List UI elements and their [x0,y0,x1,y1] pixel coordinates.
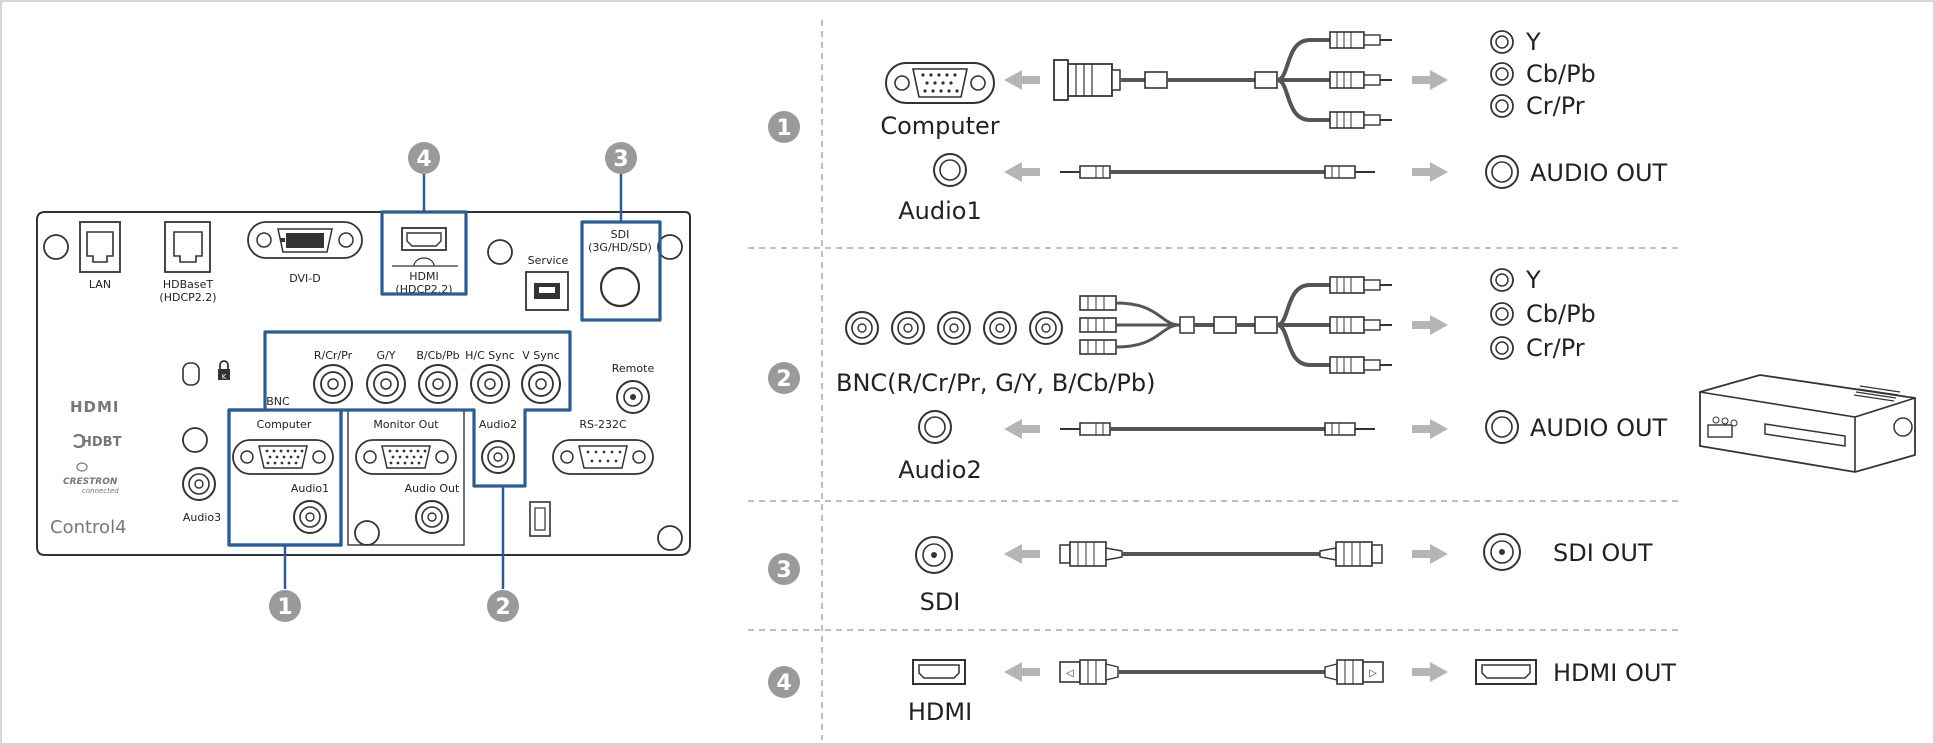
bnc-r-label: R/Cr/Pr [314,349,353,362]
output-cb-label: Cb/Pb [1526,60,1596,88]
lan-port [80,222,120,272]
dvid-port [248,222,362,258]
projector-rear-panel: LAN HDBaseT (HDCP2.2) DVI-D HDMI (HDCP2.… [37,212,690,555]
audio2-port [482,441,514,473]
sdi-modes-label: (3G/HD/SD) [588,241,652,254]
audio-jack-icon [919,411,951,443]
svg-text:connected: connected [82,487,119,495]
hdmi-label: HDMI [409,270,438,283]
audio1-source-label: Audio1 [898,197,981,225]
bnc-v-label: V Sync [522,349,560,362]
callout-1: 1 [277,595,292,620]
service-port [526,272,568,310]
monitor-out-label: Monitor Out [373,418,439,431]
sdi-label: SDI [611,228,630,241]
screw-hole-icon [355,521,379,545]
callout-3: 3 [613,147,628,172]
audio-out-jack-icon [1486,156,1518,188]
hdmi-jack-icon [913,660,965,684]
hdmi-out-label: HDMI OUT [1553,659,1676,687]
audio-out-label-1: AUDIO OUT [1530,159,1668,187]
dvid-label: DVI-D [289,272,321,285]
svg-text:CRESTRON: CRESTRON [63,477,118,487]
callout-2: 2 [495,595,510,620]
remote-port [617,381,649,413]
sdi-out-label: SDI OUT [1553,539,1653,567]
svg-text:◁: ◁ [1066,668,1074,679]
svg-text:Control4: Control4 [50,517,127,538]
screw-hole-icon [658,526,682,550]
computer-port [233,440,333,474]
hdbaset-hdcp-label: (HDCP2.2) [159,291,216,304]
output-cr-label: Cr/Pr [1526,92,1585,120]
hdbaset-label: HDBaseT [163,278,214,291]
bnc-g-label: G/Y [377,349,396,362]
security-slot-icon [183,363,199,385]
audio-out-label-2: AUDIO OUT [1530,414,1668,442]
vga-port-icon [886,63,994,103]
audio1-port [294,501,326,533]
sdi-port [601,268,639,306]
lan-label: LAN [89,278,111,291]
computer-port-label: Computer [257,418,312,431]
computer-source-label: Computer [880,112,999,140]
audio-out-port [416,501,448,533]
output-cb-label: Cb/Pb [1526,300,1596,328]
audio2-source-label: Audio2 [898,456,981,484]
bnc-h-label: H/C Sync [465,349,515,362]
hdbaset-port [165,222,210,272]
bnc-b-label: B/Cb/Pb [416,349,459,362]
rs232c-port [553,440,653,474]
audio2-label: Audio2 [479,418,517,431]
output-y-label: Y [1525,28,1541,56]
svg-text:HDBT: HDBT [81,435,122,450]
svg-text:3: 3 [776,558,791,583]
hdmi-source-label: HDMI [908,698,972,726]
screw-hole-icon [488,240,512,264]
switch-icon [530,502,550,536]
svg-text:1: 1 [776,116,791,141]
bnc-label: BNC [266,395,290,408]
service-label: Service [528,254,569,267]
sdi-source-label: SDI [920,588,961,616]
audio-jack-icon [934,154,966,186]
audio-out-label: Audio Out [405,482,460,495]
output-cr-label: Cr/Pr [1526,334,1585,362]
screw-hole-icon [44,235,68,259]
audio1-label: Audio1 [291,482,329,495]
hdbt-logo: HDBT [74,435,122,450]
hdmi-logo: HDMI [70,398,120,416]
sdi-jack-icon [916,537,952,573]
audio3-port [183,468,215,500]
remote-label: Remote [612,362,655,375]
monitor-out-port [356,440,456,474]
hdmi-out-jack-icon [1476,660,1536,684]
svg-text:▷: ▷ [1369,668,1377,679]
output-y-label: Y [1525,266,1541,294]
callout-4: 4 [416,147,431,172]
bnc-source-label: BNC(R/Cr/Pr, G/Y, B/Cb/Pb) [836,369,1156,397]
audio-out-jack-icon [1486,411,1518,443]
rs232c-label: RS-232C [579,418,627,431]
control4-logo: Control4 [50,517,127,538]
component-output-jacks [1491,269,1513,359]
svg-text:2: 2 [776,367,791,392]
svg-text:K: K [222,373,227,381]
svg-text:4: 4 [776,671,791,696]
screw-hole-icon [183,428,207,452]
sdi-out-jack-icon [1484,534,1520,570]
component-output-jacks [1491,31,1513,117]
audio3-label: Audio3 [183,511,221,524]
